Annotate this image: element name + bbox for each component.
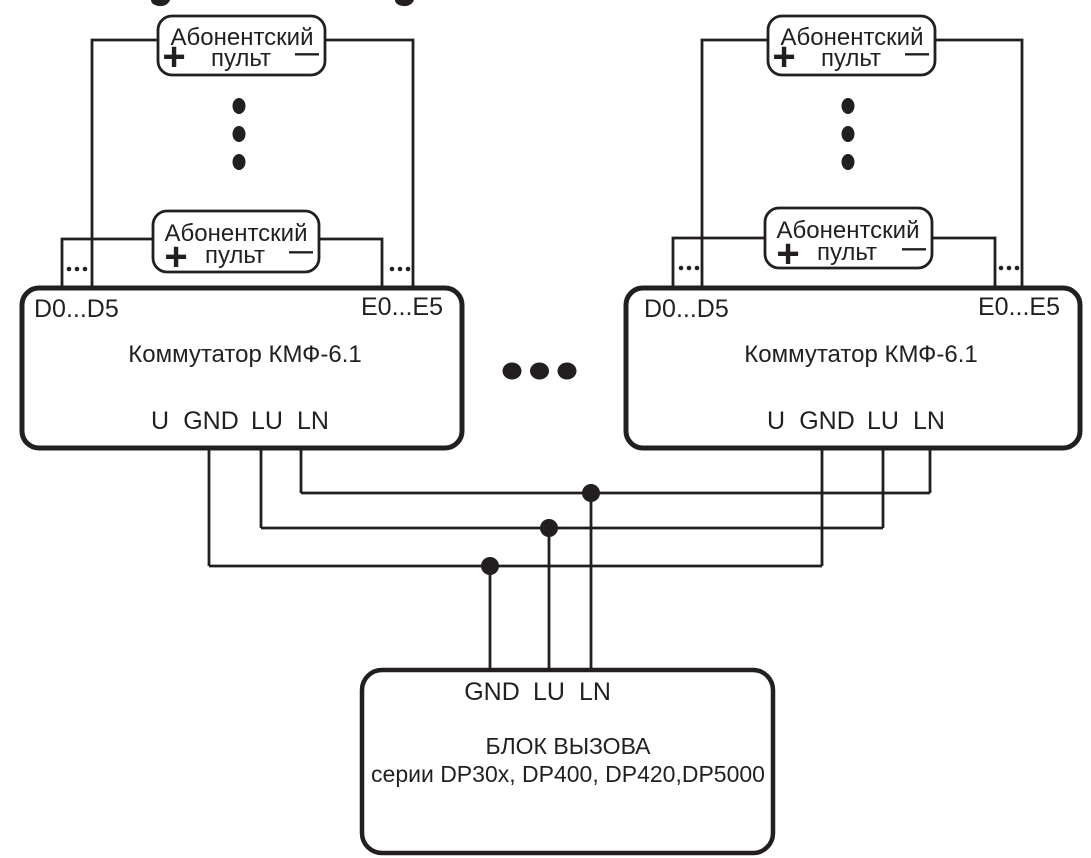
switch-d-bus-label: D0...D5	[34, 295, 119, 323]
subscriber-panel-name-line1: Абонентский	[777, 217, 920, 244]
call-block-terminal-gnd: GND	[464, 678, 520, 706]
subscriber-panel-name-line2: пульт	[817, 239, 877, 266]
cropped-text-artifact	[395, 0, 414, 7]
bundle-dot	[397, 266, 403, 272]
switch-box	[623, 285, 1083, 451]
switch-box	[19, 285, 465, 451]
plus-terminal-icon: +	[162, 35, 185, 79]
switch-e-bus-label: E0...E5	[978, 293, 1060, 321]
bundle-dot	[74, 266, 80, 272]
wire-bundle-dots-left-e	[389, 266, 411, 272]
wire-left-lower-panel-minus	[319, 237, 384, 288]
bundle-dot	[678, 265, 684, 271]
call-block: GND LU LN БЛОК ВЫЗОВА серии DP30x, DP400…	[359, 667, 776, 856]
plus-terminal-icon: +	[164, 235, 187, 279]
call-block-box	[359, 667, 776, 856]
subscriber-panel-name-line1: Абонентский	[165, 220, 308, 247]
bundle-dot	[694, 265, 700, 271]
bundle-dot	[82, 266, 88, 272]
bundle-dot	[389, 266, 395, 272]
subscriber-panel-name-line2: пульт	[205, 242, 265, 269]
subscriber-panel-name-line2: пульт	[821, 45, 881, 72]
switch-terminal-ln: LN	[297, 407, 329, 435]
bundle-dot	[1006, 265, 1012, 271]
bundle-dot	[1014, 265, 1020, 271]
subscriber-panel-name-line1: Абонентский	[781, 24, 924, 51]
switch-terminal-ln: LN	[913, 407, 945, 435]
more-switches-ellipsis	[502, 362, 577, 380]
switch-terminal-gnd: GND	[183, 407, 239, 435]
switch-terminal-lu: LU	[251, 407, 283, 435]
cropped-text-artifact	[151, 0, 170, 7]
subscriber-panel-left-lower: Абонентский пульт + —	[151, 209, 321, 279]
subscriber-panel-box	[151, 209, 321, 274]
junction-dot-gnd	[481, 557, 499, 575]
subscriber-panel-name-line2: пульт	[211, 45, 271, 72]
horizontal-ellipsis-dot	[530, 362, 549, 380]
vertical-ellipsis-dot	[232, 154, 246, 170]
bundle-dot	[66, 266, 72, 272]
wire-right-lower-panel-plus	[671, 236, 765, 288]
switch-unit-left: D0...D5 E0...E5 Коммутатор КМФ-6.1 U GND…	[19, 285, 465, 451]
wire-bundle-dots-left-d	[66, 266, 88, 272]
switch-terminal-gnd: GND	[799, 407, 855, 435]
vertical-ellipsis-dot	[232, 126, 246, 142]
subscriber-panel-left-upper: Абонентский пульт + —	[156, 14, 327, 79]
minus-terminal-icon: —	[902, 235, 926, 262]
junction-dot-ln	[582, 484, 600, 502]
subscriber-panel-box	[156, 14, 327, 77]
wire-right-lower-panel-minus	[932, 236, 997, 288]
call-block-terminal-lu: LU	[533, 678, 565, 706]
wire-right-upper-panel-plus	[700, 38, 768, 288]
switch-title: Коммутатор КМФ-6.1	[128, 341, 362, 368]
wire-left-upper-panel-minus	[325, 38, 415, 288]
minus-terminal-icon: —	[289, 238, 313, 265]
bundle-dot	[686, 265, 692, 271]
call-block-series: серии DP30x, DP400, DP420,DP5000	[371, 761, 765, 787]
vertical-ellipsis-dot	[841, 154, 855, 170]
switch-unit-right: D0...D5 E0...E5 Коммутатор КМФ-6.1 U GND…	[623, 285, 1083, 451]
more-panels-ellipsis-right	[841, 98, 855, 170]
junction-dot-lu	[540, 519, 558, 537]
switch-terminal-lu: LU	[867, 407, 899, 435]
plus-terminal-icon: +	[772, 35, 795, 79]
switch-terminal-u: U	[151, 407, 169, 435]
bundle-dot	[998, 265, 1004, 271]
minus-terminal-icon: —	[905, 40, 929, 67]
wire-bundle-dots-right-d	[678, 265, 700, 271]
horizontal-ellipsis-dot	[502, 362, 522, 380]
minus-terminal-icon: —	[295, 40, 319, 67]
subscriber-panel-box	[766, 14, 937, 77]
switch-terminal-u: U	[767, 407, 785, 435]
subscriber-panel-box	[763, 206, 934, 270]
call-block-title: БЛОК ВЫЗОВА	[485, 733, 651, 759]
switch-d-bus-label: D0...D5	[644, 295, 729, 323]
subscriber-panel-right-upper: Абонентский пульт + —	[766, 14, 937, 79]
switch-e-bus-label: E0...E5	[361, 293, 443, 321]
vertical-ellipsis-dot	[841, 126, 855, 142]
horizontal-ellipsis-dot	[557, 362, 577, 380]
wire-left-upper-panel-plus	[90, 38, 158, 288]
switch-title: Коммутатор КМФ-6.1	[744, 341, 978, 368]
wire-left-lower-panel-plus	[60, 237, 153, 288]
plus-terminal-icon: +	[776, 232, 799, 276]
vertical-ellipsis-dot	[841, 98, 855, 114]
wire-right-upper-panel-minus	[935, 38, 1024, 288]
subscriber-panel-right-lower: Абонентский пульт + —	[763, 206, 934, 276]
wire-bundle-dots-right-e	[998, 265, 1020, 271]
more-panels-ellipsis-left	[232, 98, 246, 170]
bundle-dot	[405, 266, 411, 272]
call-block-terminal-ln: LN	[579, 678, 611, 706]
vertical-ellipsis-dot	[232, 98, 246, 114]
subscriber-panel-name-line1: Абонентский	[171, 24, 314, 51]
